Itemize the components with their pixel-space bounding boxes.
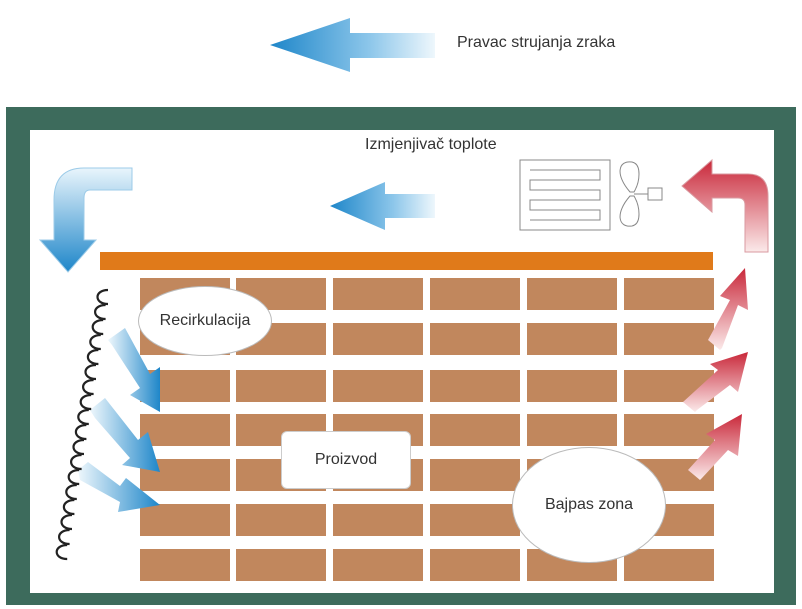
- heat-exchanger-label: Izmjenjivač toplote: [365, 136, 497, 153]
- coil-loop: [70, 453, 82, 471]
- coil-loop: [82, 378, 94, 396]
- cold-supply-arrow-icon: [38, 167, 133, 273]
- warm-return-arrow-icon: [681, 158, 769, 253]
- coil-loop: [94, 303, 106, 321]
- recirculation-coil-icon: [55, 288, 109, 561]
- bypass-arrows: [683, 268, 748, 480]
- orange-beam: [100, 252, 713, 270]
- brick: [624, 278, 714, 310]
- coil-loop: [62, 498, 75, 516]
- coil-loop: [91, 318, 104, 336]
- brick: [527, 323, 617, 355]
- coil-loop: [96, 288, 109, 306]
- brick: [333, 278, 423, 310]
- brick: [140, 414, 230, 446]
- brick-stack: [140, 278, 714, 581]
- brick: [624, 323, 714, 355]
- brick: [624, 414, 714, 446]
- inflow-arrow-icon: [90, 398, 160, 472]
- brick: [527, 370, 617, 402]
- coil-loop: [89, 333, 101, 351]
- bypass-zone-label: Bajpas zona: [512, 447, 666, 563]
- brick: [430, 459, 520, 491]
- coil-loop: [77, 408, 89, 426]
- coil-loop: [58, 528, 70, 546]
- coil-loop: [67, 468, 80, 486]
- coil-loop: [55, 543, 68, 561]
- brick: [333, 370, 423, 402]
- brick: [527, 278, 617, 310]
- brick: [333, 504, 423, 536]
- brick: [430, 414, 520, 446]
- brick: [430, 549, 520, 581]
- brick: [140, 504, 230, 536]
- brick: [624, 549, 714, 581]
- inflow-arrow-icon: [108, 328, 160, 412]
- heat-exchanger-icon: [519, 159, 611, 231]
- airflow-arrow-icon: [270, 18, 435, 72]
- inflow-arrow-icon: [78, 462, 160, 512]
- brick: [430, 370, 520, 402]
- brick: [236, 549, 326, 581]
- brick: [140, 549, 230, 581]
- coil-loop: [84, 363, 97, 381]
- coil-loop: [74, 423, 87, 441]
- brick: [430, 278, 520, 310]
- coil-loop: [79, 393, 92, 411]
- brick: [333, 323, 423, 355]
- bypass-arrow-icon: [683, 352, 748, 412]
- bypass-arrow-icon: [708, 268, 748, 350]
- bypass-arrow-icon: [688, 414, 742, 480]
- airflow-direction-label: Pravac strujanja zraka: [457, 34, 616, 51]
- coil-loop: [65, 483, 77, 501]
- brick: [236, 370, 326, 402]
- brick: [236, 504, 326, 536]
- inflow-arrows: [78, 328, 160, 512]
- recirculation-label: Recirkulacija: [138, 286, 272, 356]
- brick: [333, 549, 423, 581]
- mid-airflow-arrow-icon: [330, 182, 435, 230]
- fan-icon: [619, 161, 663, 227]
- product-label: Proizvod: [281, 431, 411, 489]
- brick: [430, 323, 520, 355]
- brick: [430, 504, 520, 536]
- coil-loop: [86, 348, 99, 366]
- coil-loop: [72, 438, 85, 456]
- brick: [527, 414, 617, 446]
- coil-loop: [60, 513, 73, 531]
